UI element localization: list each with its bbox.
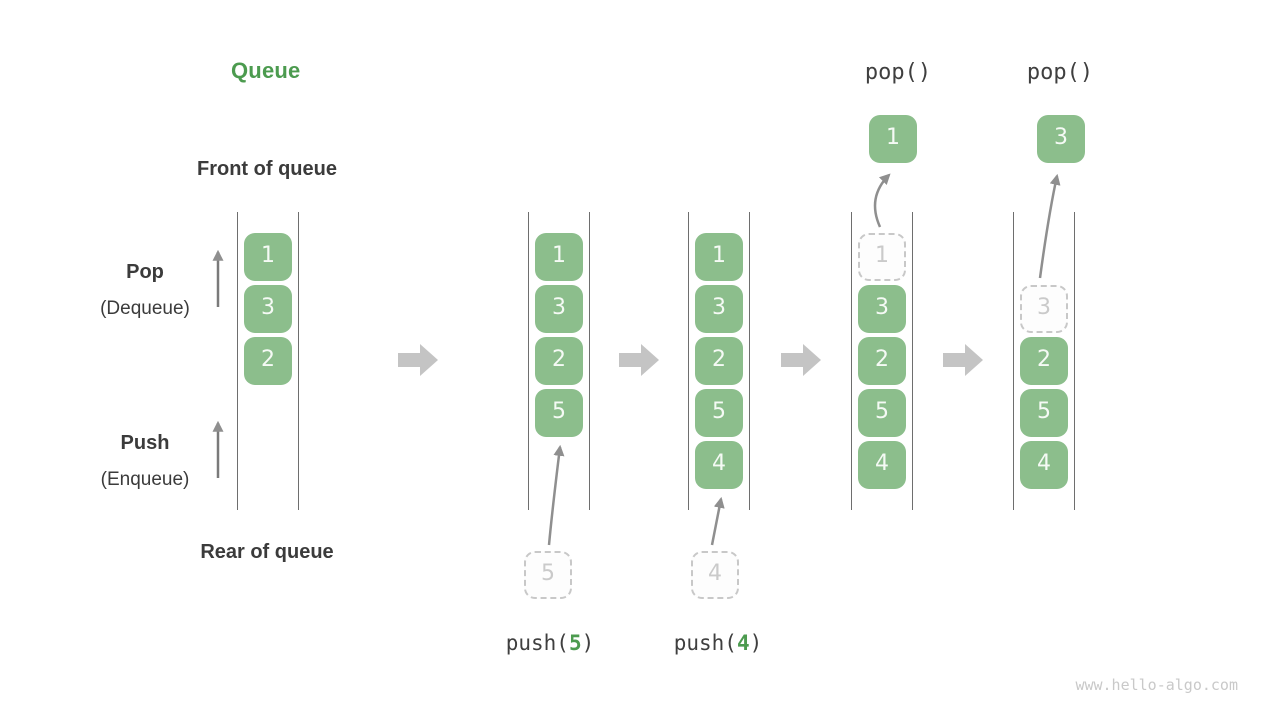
queue-item-box: 2 xyxy=(1020,337,1068,385)
incoming-item-box: 5 xyxy=(524,551,572,599)
diagram-title: Queue xyxy=(231,58,301,83)
push-call-arg: 4 xyxy=(736,631,750,655)
queue-item-box: 3 xyxy=(244,285,292,333)
queue-item-box: 1 xyxy=(535,233,583,281)
right-arrow-icon xyxy=(619,344,659,376)
watermark: www.hello-algo.com xyxy=(1075,676,1238,694)
push-call-suffix: ) xyxy=(581,631,595,655)
right-arrow-icon xyxy=(943,344,983,376)
push-call-arg: 5 xyxy=(568,631,582,655)
queue-item-box: 2 xyxy=(535,337,583,385)
push-call-prefix: push( xyxy=(505,631,569,655)
queue-item-box: 2 xyxy=(858,337,906,385)
queue-item-box: 5 xyxy=(1020,389,1068,437)
queue-item-box: 3 xyxy=(858,285,906,333)
ghost-item-box: 1 xyxy=(858,233,906,281)
popped-item-box: 1 xyxy=(869,115,917,163)
queue-item-box: 2 xyxy=(244,337,292,385)
queue-item-box: 1 xyxy=(695,233,743,281)
queue-item-box: 4 xyxy=(1020,441,1068,489)
front-of-queue-label: Front of queue xyxy=(197,158,337,180)
pop-label: Pop xyxy=(126,261,164,283)
queue-column-1: 1 3 2 xyxy=(237,212,299,510)
ghost-item-box: 3 xyxy=(1020,285,1068,333)
queue-item-box: 4 xyxy=(858,441,906,489)
enqueue-sublabel: (Enqueue) xyxy=(100,469,190,490)
queue-column-3: 1 3 2 5 4 xyxy=(688,212,750,510)
pop-call-label: pop() xyxy=(864,60,932,85)
push-call-label: push(4) xyxy=(674,631,763,655)
queue-item-box: 1 xyxy=(244,233,292,281)
pop-label-group: Pop (Dequeue) xyxy=(40,261,250,320)
right-arrow-icon xyxy=(398,344,438,376)
queue-item-box: 3 xyxy=(695,285,743,333)
queue-item-box: 5 xyxy=(695,389,743,437)
queue-item-box: 5 xyxy=(535,389,583,437)
push-label: Push xyxy=(120,432,170,454)
push-call-prefix: push( xyxy=(673,631,737,655)
queue-item-box: 3 xyxy=(535,285,583,333)
push-call-suffix: ) xyxy=(749,631,763,655)
incoming-item-box: 4 xyxy=(691,551,739,599)
queue-column-4: 1 3 2 5 4 xyxy=(851,212,913,510)
dequeue-sublabel: (Dequeue) xyxy=(100,298,190,319)
queue-item-box: 4 xyxy=(695,441,743,489)
queue-item-box: 5 xyxy=(858,389,906,437)
queue-column-2: 1 3 2 5 xyxy=(528,212,590,510)
queue-column-5: 3 2 5 4 xyxy=(1013,212,1075,510)
push-call-label: push(5) xyxy=(506,631,595,655)
popped-item-box: 3 xyxy=(1037,115,1085,163)
push-label-group: Push (Enqueue) xyxy=(40,432,250,491)
pop-call-label: pop() xyxy=(1026,60,1094,85)
right-arrow-icon xyxy=(781,344,821,376)
rear-of-queue-label: Rear of queue xyxy=(200,541,334,563)
queue-item-box: 2 xyxy=(695,337,743,385)
